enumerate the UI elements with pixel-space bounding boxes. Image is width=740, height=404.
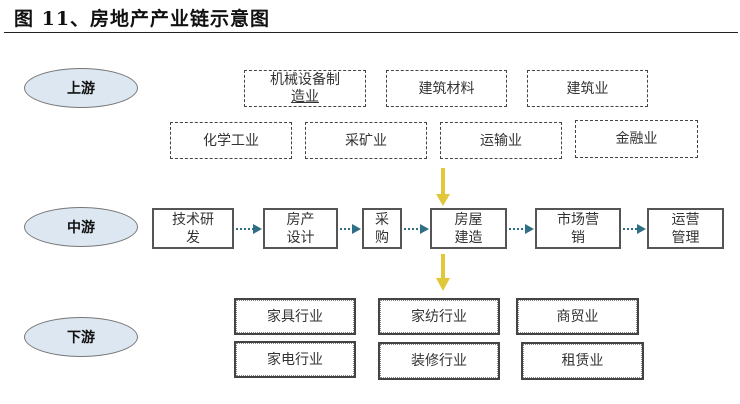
midstream-step-operations: 运营 管理 (647, 208, 724, 249)
flow-arrow-4 (623, 224, 646, 234)
downstream-box-label: 装修行业 (411, 353, 467, 369)
stage-downstream-label: 下游 (67, 330, 95, 346)
upstream-box-transport: 运输业 (440, 122, 562, 159)
downstream-box-label: 商贸业 (556, 308, 599, 325)
flow-arrow-3 (509, 224, 534, 234)
midstream-step-line1: 房产 (286, 211, 315, 228)
upstream-box-chemical: 化学工业 (170, 122, 292, 159)
midstream-step-line1: 运营 (671, 211, 700, 228)
stage-upstream-label: 上游 (67, 81, 95, 97)
downstream-box-label: 家具行业 (267, 308, 323, 325)
upstream-box-machinery: 机械设备制 造业 (244, 70, 366, 107)
midstream-step-line2: 购 (375, 229, 389, 246)
downstream-box-furniture: 家具行业 (234, 298, 356, 335)
midstream-step-line2: 发 (186, 229, 200, 246)
midstream-step-construction: 房屋 建造 (430, 208, 507, 249)
stage-midstream: 中游 (24, 207, 138, 247)
midstream-step-rnd: 技术研 发 (152, 208, 234, 249)
stage-downstream: 下游 (24, 317, 138, 357)
midstream-step-line2: 建造 (454, 229, 483, 246)
upstream-box-building-materials: 建筑材料 (386, 70, 507, 107)
downstream-box-commerce: 商贸业 (516, 298, 639, 335)
upstream-box-label: 建筑材料 (418, 80, 475, 97)
midstream-step-line1: 技术研 (172, 211, 214, 228)
midstream-step-line1: 市场营 (557, 211, 599, 228)
downstream-box-decoration: 装修行业 (378, 342, 500, 380)
upstream-box-label: 化学工业 (203, 132, 259, 149)
upstream-box-machinery-line2: 造业 (291, 88, 319, 105)
downstream-box-label: 家电行业 (267, 351, 323, 368)
stage-upstream: 上游 (24, 68, 138, 108)
downstream-box-appliances: 家电行业 (234, 341, 356, 378)
midstream-step-line2: 管理 (671, 229, 700, 246)
flow-arrow-2 (404, 224, 429, 234)
midstream-step-design: 房产 设计 (263, 208, 338, 249)
midstream-step-line1: 采 (375, 211, 389, 228)
upstream-box-mining: 采矿业 (305, 122, 427, 159)
downstream-box-leasing: 租赁业 (521, 342, 644, 380)
midstream-step-line2: 销 (571, 229, 585, 246)
upstream-box-label: 建筑业 (566, 80, 609, 97)
downstream-box-label: 租赁业 (561, 353, 604, 369)
upstream-box-construction: 建筑业 (527, 70, 648, 107)
midstream-step-marketing: 市场营 销 (535, 208, 621, 249)
figure-title: 图 11、房地产产业链示意图 (14, 8, 271, 30)
midstream-step-procurement: 采 购 (362, 208, 402, 249)
upstream-box-label: 金融业 (615, 131, 658, 147)
title-divider (4, 32, 738, 33)
stage-midstream-label: 中游 (67, 220, 95, 236)
arrow-upstream-to-construction (436, 168, 450, 206)
flow-arrow-1 (340, 224, 361, 234)
downstream-box-home-textiles: 家纺行业 (378, 298, 500, 335)
upstream-box-label: 采矿业 (345, 132, 387, 149)
upstream-box-label: 运输业 (480, 132, 522, 149)
flow-arrow-0 (236, 224, 262, 234)
midstream-step-line1: 房屋 (454, 211, 483, 228)
upstream-box-finance: 金融业 (575, 120, 698, 158)
arrow-construction-to-downstream (436, 254, 450, 291)
upstream-box-machinery-line1: 机械设备制 (270, 71, 340, 88)
downstream-box-label: 家纺行业 (411, 308, 467, 325)
midstream-step-line2: 设计 (286, 229, 315, 246)
